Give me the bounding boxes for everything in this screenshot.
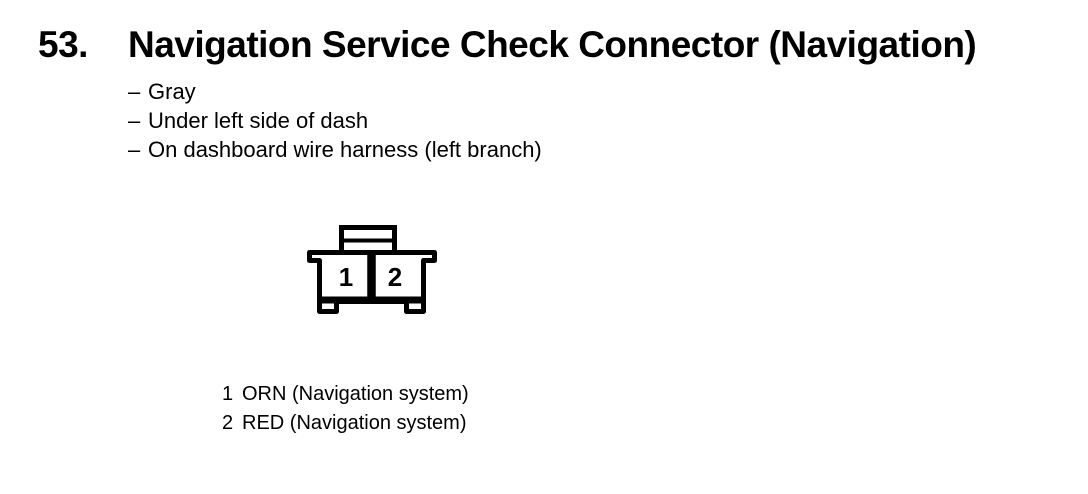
page-title: Navigation Service Check Connector (Navi… [128, 24, 977, 65]
dash-bullet: – [128, 108, 141, 133]
pin-wire-label: RED (Navigation system) [242, 412, 467, 434]
pin-row-1: 1 ORN (Navigation system) [222, 380, 469, 409]
pin-wire-label: ORN (Navigation system) [242, 383, 469, 405]
pin-row-2: 2 RED (Navigation system) [222, 409, 469, 438]
detail-text: Under left side of dash [148, 108, 369, 133]
section-number: 53. [38, 24, 88, 65]
dash-bullet: – [128, 137, 141, 162]
dash-bullet: – [128, 79, 141, 104]
detail-text: Gray [148, 79, 196, 104]
section-heading: 53. Navigation Service Check Connector (N… [38, 24, 977, 66]
connector-front-view-diagram: 1 2 [307, 225, 437, 314]
detail-item-color: –Gray [128, 77, 542, 106]
cavity-1-label: 1 [339, 262, 353, 292]
detail-item-location: –Under left side of dash [128, 106, 542, 135]
detail-item-harness: –On dashboard wire harness (left branch) [128, 135, 542, 164]
cavity-2-label: 2 [388, 262, 402, 292]
detail-text: On dashboard wire harness (left branch) [148, 137, 542, 162]
connector-details-list: –Gray –Under left side of dash –On dashb… [128, 77, 542, 164]
pin-number: 2 [222, 412, 234, 434]
pin-number: 1 [222, 383, 234, 405]
pin-legend: 1 ORN (Navigation system) 2 RED (Navigatio… [222, 380, 469, 438]
